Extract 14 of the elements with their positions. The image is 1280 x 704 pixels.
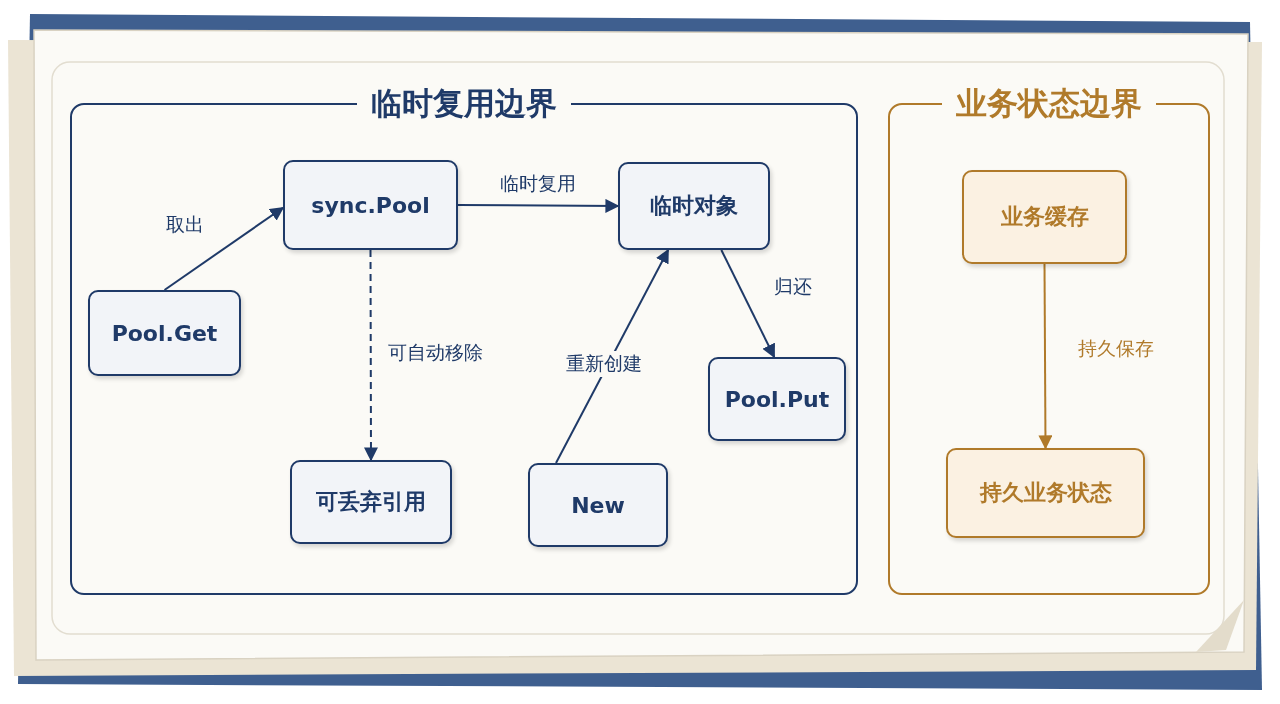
arrow [163, 206, 285, 291]
arrow [457, 198, 620, 213]
process-box: sync.Pool [283, 160, 458, 250]
arrow [720, 249, 776, 359]
process-box: 业务缓存 [962, 170, 1127, 264]
arrow [555, 248, 670, 464]
dashed-arrow [363, 249, 378, 462]
process-box: 持久业务状态 [946, 448, 1145, 538]
process-box: 可丢弃引用 [290, 460, 452, 544]
arrow [1038, 263, 1053, 450]
process-box: Pool.Put [708, 357, 846, 441]
process-box: Pool.Get [88, 290, 241, 376]
process-box: New [528, 463, 668, 547]
process-box: 临时对象 [618, 162, 770, 250]
